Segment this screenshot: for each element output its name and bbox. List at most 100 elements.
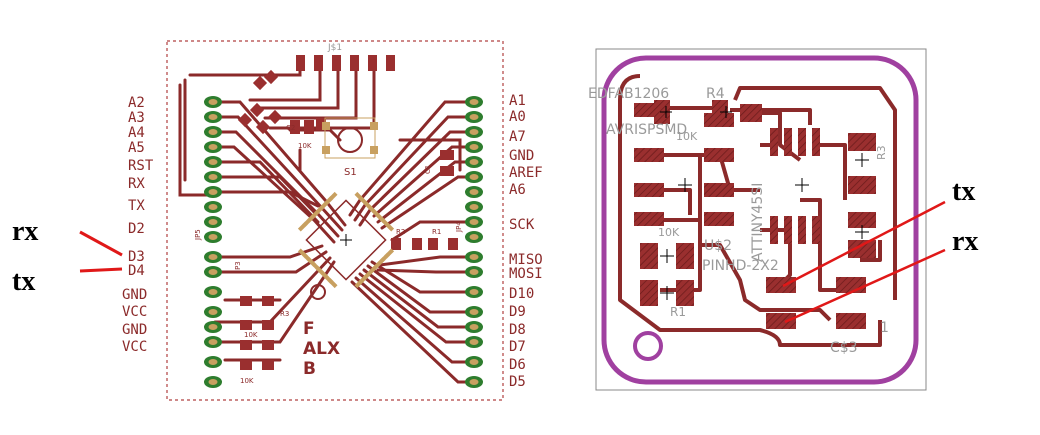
pin-hole-center — [208, 174, 218, 180]
pin-hole-center — [208, 309, 218, 315]
pin-label-left: D4 — [128, 263, 145, 279]
label-r1: R1 — [670, 305, 686, 319]
right-annotations: tx rx — [782, 176, 978, 324]
pin-hole-center — [469, 234, 479, 240]
silk-label: 10K — [298, 142, 312, 150]
chip-pin — [327, 191, 338, 202]
pin-hole-center — [469, 289, 479, 295]
switch-s1: S1 — [322, 117, 378, 178]
label-r4: R4 — [706, 86, 725, 102]
left-rotated-parts — [237, 69, 283, 135]
pin-label-left: VCC — [122, 339, 147, 355]
tx-pointer-right — [782, 200, 946, 288]
pin-hole-center — [208, 289, 218, 295]
right-cross-marks — [660, 106, 869, 300]
label-10k-1: 10K — [658, 226, 680, 239]
pin-label-left: GND — [122, 287, 147, 303]
pin-label-right: D9 — [509, 304, 526, 320]
pin-hole-center — [469, 269, 479, 275]
label-attiny: ATTINY45SI — [750, 183, 766, 262]
pin-hole-center — [208, 254, 218, 260]
pin-label-right: A6 — [509, 182, 526, 198]
right-pin-labels: A1 A0 A7 GND AREF A6 SCK MISO MOSI D10 D… — [509, 93, 543, 390]
left-board-traces — [178, 58, 476, 384]
pin-label-right: MOSI — [509, 266, 543, 282]
pin-hole-center — [208, 159, 218, 165]
silk-label: C2 — [286, 124, 295, 132]
tx-pointer-left — [79, 267, 123, 273]
pin-hole-center — [208, 339, 218, 345]
pin-hole-center — [469, 114, 479, 120]
pin-hole-center — [469, 219, 479, 225]
pin-label-right: A1 — [509, 93, 526, 109]
left-header-pads — [296, 55, 395, 71]
board-logo: F ALX B — [303, 319, 340, 379]
pin-hole-center — [208, 359, 218, 365]
pin-hole-center — [469, 254, 479, 260]
pin-label-left: A4 — [128, 125, 145, 141]
label-cs3: C$3 — [830, 340, 858, 356]
right-board-pads — [634, 100, 876, 329]
label-us2: U$2 — [704, 238, 732, 254]
silk-label: R2 — [396, 228, 405, 236]
left-board: J$1 — [122, 40, 543, 401]
label-r3: R3 — [875, 145, 888, 160]
pin-label-left: A2 — [128, 95, 145, 111]
pin-hole-center — [469, 379, 479, 385]
silk-label: 10K — [244, 331, 258, 339]
label-edfab: EDFAB1206 — [588, 86, 669, 102]
tx-annotation-left: tx — [12, 266, 35, 297]
header-label: J$1 — [327, 43, 342, 53]
via-circle — [310, 284, 326, 300]
pin-hole-center — [469, 324, 479, 330]
pin-hole-center — [208, 144, 218, 150]
pin-label-left: RX — [128, 176, 145, 192]
microcontroller-chip — [305, 199, 387, 281]
pin-label-right: MISO — [509, 252, 543, 268]
pin-label-right: D7 — [509, 339, 526, 355]
left-pin-holes — [204, 96, 222, 388]
left-pin-labels: A2 A3 A4 A5 RST RX TX D2 D3 D4 GND VCC G… — [122, 95, 154, 355]
pin-label-left: D2 — [128, 221, 145, 237]
pin-hole-center — [208, 189, 218, 195]
left-annotations: rx tx — [12, 216, 123, 297]
rx-pointer-left — [79, 230, 123, 257]
silk-label: JP4 — [455, 221, 463, 233]
chip-pin — [354, 278, 365, 289]
chip-pin — [297, 248, 308, 259]
logo-line: ALX — [303, 339, 340, 359]
pin-hole-center — [208, 324, 218, 330]
pin-label-left: RST — [128, 158, 154, 174]
right-board-labels: EDFAB1206 R4 AVRISPSMD U$2 PINHD-2X2 ATT… — [588, 86, 889, 356]
pin-hole-center — [469, 359, 479, 365]
pin-hole-center — [208, 99, 218, 105]
pin-hole-center — [208, 129, 218, 135]
pin-label-right: SCK — [509, 217, 535, 233]
rx-annotation-left: rx — [12, 216, 38, 247]
mounting-hole — [633, 331, 663, 361]
label-avr: AVRISPSMD — [606, 122, 687, 138]
chip-pin — [384, 221, 395, 232]
silk-label: JP5 — [194, 229, 202, 241]
pin-hole-center — [469, 339, 479, 345]
pin-hole-center — [208, 379, 218, 385]
tx-annotation-right: tx — [952, 176, 975, 207]
pin-hole-center — [208, 234, 218, 240]
pin-label-right: D5 — [509, 374, 526, 390]
pin-label-left: A5 — [128, 140, 145, 156]
pin-label-left: GND — [122, 322, 147, 338]
right-board: EDFAB1206 R4 AVRISPSMD U$2 PINHD-2X2 ATT… — [588, 48, 927, 391]
logo-line: F — [303, 319, 315, 339]
pin-label-left: D3 — [128, 249, 145, 265]
silk-label: 10K — [240, 377, 254, 385]
chip-pins — [297, 191, 395, 289]
rx-pointer-right — [784, 248, 946, 324]
pin-label-left: A3 — [128, 110, 145, 126]
logo-line: B — [303, 359, 316, 379]
rx-annotation-right: rx — [952, 226, 978, 257]
pin-hole-center — [469, 99, 479, 105]
pin-label-right: GND — [509, 148, 534, 164]
silk-label: R1 — [432, 228, 441, 236]
pin-hole-center — [208, 114, 218, 120]
